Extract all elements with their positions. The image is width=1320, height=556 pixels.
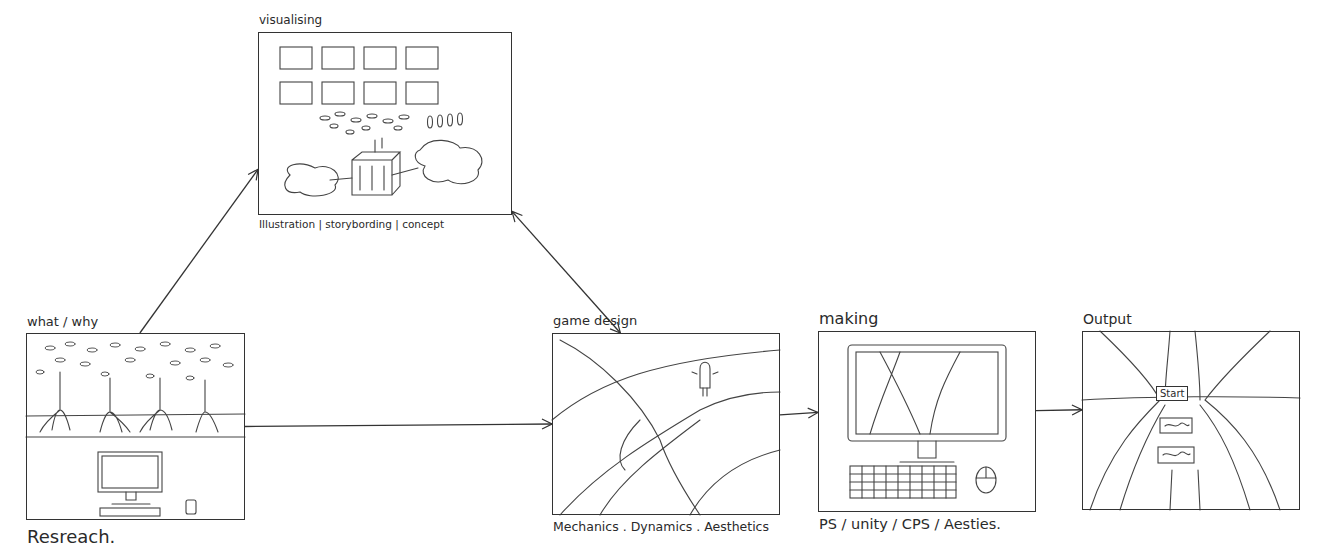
node-caption: Illustration | storybording | concept bbox=[259, 219, 444, 231]
node-heading: making bbox=[819, 310, 878, 328]
game-world-sketch bbox=[552, 340, 780, 515]
node-caption: Resreach. bbox=[27, 527, 115, 547]
node-heading: what / why bbox=[27, 315, 98, 329]
making-box: makingPS / unity / CPS / Aesties. bbox=[818, 331, 1036, 512]
flow-arrow bbox=[140, 169, 258, 333]
title-screen-sketch bbox=[1082, 331, 1300, 510]
flow-arrow bbox=[245, 424, 552, 427]
storyboard-frames bbox=[280, 47, 438, 104]
visualising-box: visualisingIllustration | storybording |… bbox=[258, 32, 512, 215]
research-box: what / whyResreach. bbox=[26, 333, 245, 520]
menu-button-label: Start bbox=[1156, 386, 1188, 401]
node-caption: PS / unity / CPS / Aesties. bbox=[819, 517, 1001, 533]
node-heading: game design bbox=[553, 314, 637, 328]
concept-sketch bbox=[285, 112, 482, 196]
game-design-box: game designMechanics . Dynamics . Aesthe… bbox=[552, 333, 780, 515]
node-heading: visualising bbox=[259, 14, 322, 27]
node-caption: Mechanics . Dynamics . Aesthetics bbox=[553, 520, 769, 534]
flow-arrow bbox=[780, 412, 818, 414]
node-heading: Output bbox=[1083, 312, 1132, 327]
flow-arrow bbox=[1036, 409, 1082, 411]
output-box: Output bbox=[1082, 331, 1300, 510]
computer-sketch bbox=[848, 345, 1006, 498]
research-sketch bbox=[26, 342, 245, 516]
